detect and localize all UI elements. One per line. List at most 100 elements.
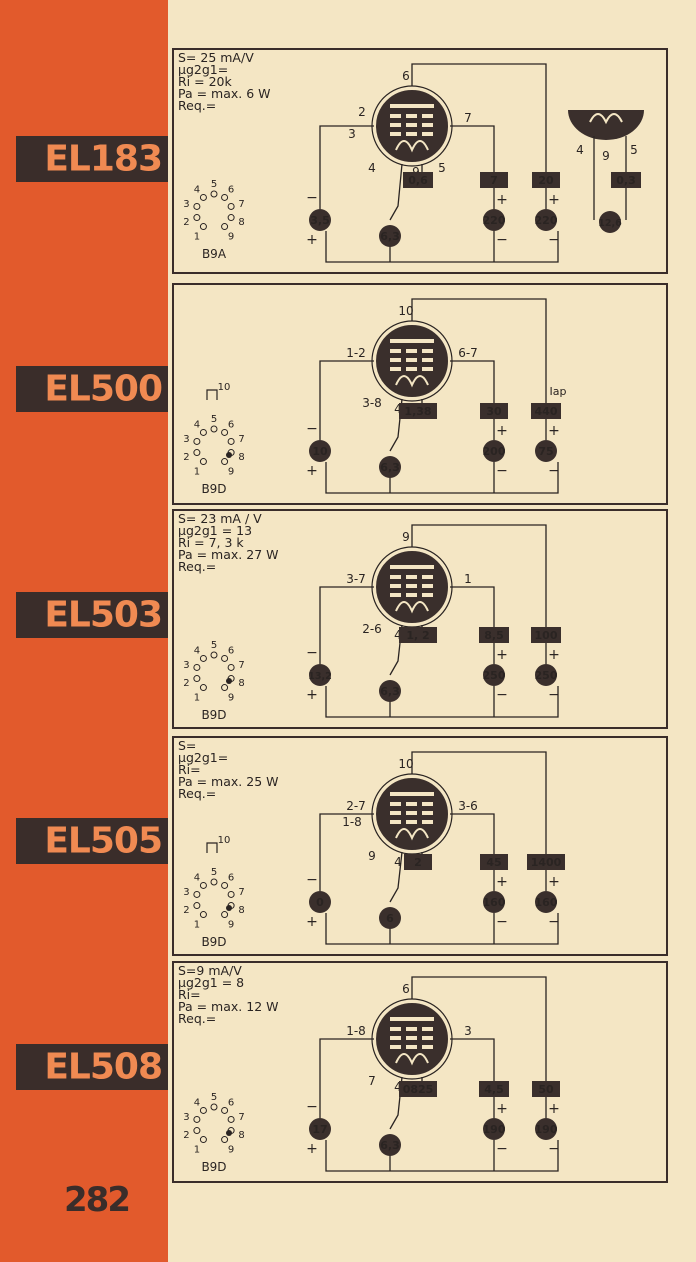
current-box-screen: 20 (532, 172, 560, 188)
pin-label: 4 (394, 402, 402, 416)
heater-voltage: 6 (379, 907, 401, 929)
circuit-wire (325, 462, 559, 494)
circuit-wire (325, 686, 559, 718)
screen-voltage: 190 (535, 1118, 558, 1140)
spec-line: µg2g1= (178, 62, 229, 77)
pin-label: 9 (402, 530, 410, 544)
pin-label: 10 (398, 757, 413, 771)
base-pin-number: 4 (194, 873, 200, 884)
base-pin-number: 9 (228, 1144, 234, 1155)
anode-voltage: 250 (483, 664, 506, 686)
spec-line: Req.= (178, 786, 217, 801)
pin-label: 3-7 (346, 572, 366, 586)
current-box-anode: 7 (480, 172, 508, 188)
screen-voltage: 160 (535, 891, 558, 913)
tube-panel-el500: 10123456789B9D101-26-73-8451,3830440Iap1… (172, 283, 668, 505)
base-type-label: B9D (201, 482, 226, 496)
voltage-value: 10 (312, 445, 328, 458)
base-pin-number: 5 (211, 179, 217, 190)
circuit-wire (319, 360, 374, 440)
base-pin-number: 2 (183, 452, 189, 463)
voltage-value: 6,3 (380, 1139, 400, 1152)
base-pin-number: 7 (238, 660, 244, 671)
base-type-label: B9D (201, 1160, 226, 1174)
spec-line: Req.= (178, 98, 217, 113)
heater-voltage: 6,3 (379, 225, 401, 247)
current-value: 1, 2 (406, 629, 429, 642)
circuit-wire (411, 298, 547, 403)
heater-voltage: 6,3 (379, 456, 401, 478)
tube-symbol (371, 773, 453, 855)
polarity-sign: − (548, 687, 560, 703)
anode-voltage: 190 (483, 1118, 506, 1140)
base-pin-number: 3 (183, 660, 189, 671)
circuit-wire (389, 163, 403, 221)
circuit-wire (411, 524, 547, 627)
base-pin-number: 5 (211, 1092, 217, 1103)
base-pin-number: 9 (228, 692, 234, 703)
circuit-wire (325, 913, 559, 945)
spec-line: µg2g1 = 13 (178, 523, 253, 538)
voltage-value: 6 (386, 912, 394, 925)
grid-bias-voltage: 10 (309, 440, 331, 462)
voltage-value: 12,6 (598, 218, 622, 229)
pin-label: 5 (630, 143, 638, 157)
base-pin-number: 2 (183, 217, 189, 228)
polarity-sign: − (496, 232, 508, 248)
anode-voltage: 160 (483, 891, 506, 913)
anode-voltage: 220 (483, 209, 506, 231)
pin-label: 2-6 (362, 622, 382, 636)
polarity-sign: + (496, 1101, 508, 1117)
polarity-sign: + (548, 1101, 560, 1117)
tube-label-el503: EL503 (16, 592, 168, 638)
base-pin-number: 5 (211, 640, 217, 651)
base-pin-number: 1 (194, 231, 200, 242)
current-value: 30 (486, 405, 502, 418)
polarity-sign: − (306, 872, 318, 888)
base-pin-number: 5 (211, 867, 217, 878)
pin-label: 3 (464, 1024, 472, 1038)
polarity-sign: − (306, 1099, 318, 1115)
tube-label-el505: EL505 (16, 818, 168, 864)
spec-line: Ri= (178, 762, 201, 777)
current-value: 45 (486, 856, 501, 869)
current-box-screen: 440 (531, 403, 561, 419)
spec-line: Pa = max. 6 W (178, 86, 271, 101)
current-value: 4,5 (484, 1083, 504, 1096)
current-value: 2 (414, 856, 422, 869)
base-pin-number: 7 (238, 199, 244, 210)
circuit-wire (325, 231, 559, 263)
circuit-diagram: 123456789B9D61-8374508254,55017−+6,3190+… (183, 976, 560, 1174)
polarity-sign: − (496, 687, 508, 703)
base-type-label: B9A (202, 247, 227, 261)
pin-label: 9 (368, 849, 376, 863)
polarity-sign: + (306, 914, 318, 930)
current-value: 1,38 (404, 405, 431, 418)
base-pin-number: 6 (228, 420, 234, 431)
voltage-value: 250 (483, 669, 506, 682)
polarity-sign: + (496, 192, 508, 208)
base-pin-number: 2 (183, 678, 189, 689)
current-box-grid2: 1,38 (399, 403, 437, 419)
pin-label: 3-6 (458, 799, 478, 813)
polarity-sign: + (548, 647, 560, 663)
polarity-sign: − (548, 463, 560, 479)
pin-label: 1 (464, 572, 472, 586)
polarity-sign: + (548, 874, 560, 890)
current-value: 1400 (531, 856, 562, 869)
polarity-sign: + (306, 687, 318, 703)
spec-line: S= 23 mA / V (178, 511, 262, 526)
current-value: 100 (535, 629, 558, 642)
base-pin-number: 8 (238, 905, 244, 916)
current-box-grid2: 0825 (399, 1081, 437, 1097)
base-pin-number: 4 (194, 646, 200, 657)
current-value: 50 (538, 1083, 554, 1096)
tube-symbol (371, 546, 453, 628)
top-cap-icon: 10 (206, 382, 230, 400)
current-box-grid2: 1, 2 (399, 627, 437, 643)
